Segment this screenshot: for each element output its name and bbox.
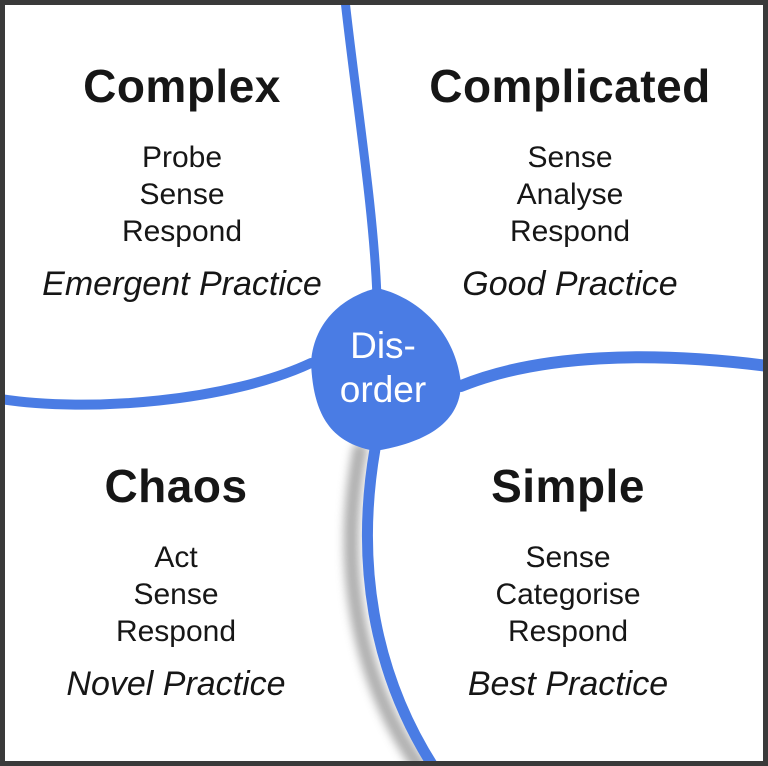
quadrant-complex-step: Probe	[141, 141, 223, 174]
cliff-shadow	[343, 442, 427, 766]
quadrant-chaos-step: Act	[154, 541, 198, 574]
quadrant-simple-title: Simple	[491, 460, 645, 512]
quadrant-complicated-step: Respond	[509, 215, 631, 248]
quadrant-complicated-step: Analyse	[516, 178, 624, 211]
quadrant-simple-step: Categorise	[495, 578, 641, 611]
quadrant-chaos-practice: Novel Practice	[66, 665, 286, 703]
quadrant-simple-practice: Best Practice	[467, 665, 669, 703]
divider-right	[455, 351, 768, 392]
quadrant-complicated-practice: Good Practice	[462, 265, 678, 303]
quadrant-complicated-step: Sense	[527, 141, 613, 174]
quadrant-complex-practice: Emergent Practice	[42, 265, 322, 303]
quadrant-chaos-title: Chaos	[104, 460, 248, 512]
disorder-blob	[311, 288, 461, 451]
quadrant-simple-step: Sense	[525, 541, 611, 574]
quadrant-simple: Simple Sense Categorise Respond Best Pra…	[408, 460, 728, 705]
divider-left	[0, 358, 316, 410]
disorder-label-line1: Dis-	[350, 325, 416, 366]
disorder-label-line2: order	[339, 369, 427, 410]
quadrant-chaos-step: Sense	[133, 578, 219, 611]
disorder-label: Dis- order	[303, 324, 463, 412]
quadrant-simple-step: Respond	[507, 615, 629, 648]
divider-bottom	[361, 443, 439, 766]
divider-top	[340, 0, 382, 303]
quadrant-complex-step: Sense	[139, 178, 225, 211]
quadrant-complex: Complex Probe Sense Respond Emergent Pra…	[8, 60, 356, 305]
quadrant-complicated: Complicated Sense Analyse Respond Good P…	[408, 60, 732, 305]
quadrant-complex-title: Complex	[83, 60, 281, 112]
quadrant-complex-step: Respond	[121, 215, 243, 248]
quadrant-chaos-step: Respond	[115, 615, 237, 648]
quadrant-complicated-title: Complicated	[429, 60, 711, 112]
quadrant-chaos: Chaos Act Sense Respond Novel Practice	[8, 460, 344, 705]
